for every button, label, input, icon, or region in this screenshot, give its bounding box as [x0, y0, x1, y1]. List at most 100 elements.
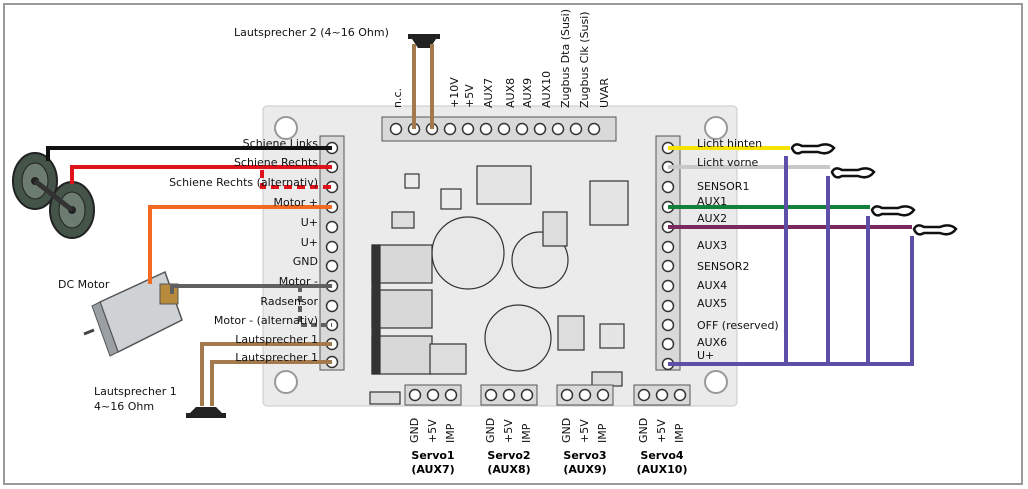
right-pin-label: AUX6: [697, 336, 728, 349]
connector-pin: [325, 259, 339, 273]
connector-pin: [533, 122, 547, 136]
connector-pin: [502, 388, 516, 402]
servo-pin-label: IMP: [444, 423, 457, 443]
servo-name-label: Servo4: [640, 449, 684, 462]
servo-name-label: Servo1: [411, 449, 455, 462]
speaker-2-label: Lautsprecher 2 (4~16 Ohm): [234, 26, 389, 39]
connector-pin: [443, 122, 457, 136]
servo-connectors: [404, 384, 691, 406]
mount-hole: [274, 116, 298, 140]
servo-aux-label: (AUX7): [411, 463, 455, 476]
left-pin-label: Schiene Rechts: [233, 156, 318, 169]
connector-pin: [587, 122, 601, 136]
connector-pin: [426, 388, 440, 402]
left-pin-label: Radsensor: [260, 295, 318, 308]
right-pin-label: SENSOR1: [697, 180, 750, 193]
right-pin-label: AUX4: [697, 279, 728, 292]
servo-pin-label: IMP: [673, 423, 686, 443]
wire-motor-minus-alt: [298, 286, 332, 327]
connector-pin: [578, 388, 592, 402]
speaker-1-label: Lautsprecher 1: [94, 385, 177, 398]
left-pin-label: Motor - (alternativ): [213, 314, 318, 327]
mount-hole: [704, 116, 728, 140]
servo-aux-label: (AUX10): [636, 463, 688, 476]
connector-pin: [497, 122, 511, 136]
top-connector-pins: [389, 122, 601, 136]
connector-pin: [569, 122, 583, 136]
servo-pin-label: +5V: [426, 419, 439, 443]
right-pin-label: AUX1: [697, 195, 728, 208]
servo-pin-label: +5V: [655, 419, 668, 443]
top-pin-label: Zugbus Dta (Susi): [559, 8, 572, 108]
board-components: [369, 165, 629, 405]
left-pin-label: Lautsprecher 1: [235, 333, 318, 346]
wheelset-icon: [12, 152, 95, 239]
connector-pin: [661, 299, 675, 313]
mount-hole: [274, 370, 298, 394]
left-pin-label: Motor -: [278, 275, 318, 288]
servo-name-label: Servo2: [487, 449, 531, 462]
right-pin-label: Licht hinten: [697, 137, 763, 150]
connector-pin: [661, 337, 675, 351]
servo-pin-label: GND: [408, 417, 421, 443]
connector-pin: [461, 122, 475, 136]
wire-u-plus-bus: [668, 156, 914, 366]
right-pin-label: U+: [697, 349, 715, 362]
connector-pin: [515, 122, 529, 136]
top-pin-label: AUX10: [540, 70, 553, 108]
top-pin-label: AUX8: [504, 77, 517, 108]
top-pin-label: Zugbus Clk (Susi): [578, 11, 591, 108]
connector-pin: [479, 122, 493, 136]
connector-pin: [560, 388, 574, 402]
connector-pin: [661, 279, 675, 293]
connector-pin: [655, 388, 669, 402]
connector-pin: [637, 388, 651, 402]
right-pin-label: SENSOR2: [697, 260, 750, 273]
servo-pin-label: GND: [560, 417, 573, 443]
servo-pin-label: GND: [484, 417, 497, 443]
left-pin-label: U+: [300, 236, 318, 249]
connector-pin: [596, 388, 610, 402]
right-pin-label: OFF (reserved): [697, 319, 779, 332]
speaker-1-icon: [186, 342, 332, 418]
left-pin-label: Schiene Rechts (alternativ): [169, 176, 318, 189]
connector-pin: [551, 122, 565, 136]
mount-hole: [704, 370, 728, 394]
speaker-1-ohm-label: 4~16 Ohm: [94, 400, 155, 413]
servo-pin-label: +5V: [578, 419, 591, 443]
top-pin-label: UVAR: [598, 77, 611, 108]
left-pin-label: GND: [292, 255, 318, 268]
connector-pin: [408, 388, 422, 402]
wire-motor-minus: [170, 284, 332, 294]
wire-motor-plus: [148, 205, 332, 284]
servo-pin-label: +5V: [502, 419, 515, 443]
connector-pin: [520, 388, 534, 402]
connector-pin: [661, 318, 675, 332]
top-pin-label: +10V: [448, 77, 461, 108]
right-pin-label: AUX2: [697, 212, 728, 225]
top-pin-label: +5V: [463, 84, 476, 108]
connector-pin: [661, 240, 675, 254]
wire-schiene-rechts-alt: [260, 170, 332, 189]
left-pin-label: Motor +: [273, 196, 319, 209]
right-pin-label: Licht vorne: [697, 156, 759, 169]
servo-pin-label: GND: [637, 417, 650, 443]
right-pin-label: AUX5: [697, 297, 728, 310]
connector-pin: [389, 122, 403, 136]
connector-pin: [661, 259, 675, 273]
servo-aux-label: (AUX8): [487, 463, 531, 476]
connector-pin: [661, 180, 675, 194]
dc-motor-label: DC Motor: [58, 278, 110, 291]
connector-pin: [444, 388, 458, 402]
connector-pin: [484, 388, 498, 402]
left-pin-label: Lautsprecher 1: [235, 351, 318, 364]
wire-schiene-rechts: [70, 165, 332, 184]
bulb-icon: [790, 143, 958, 236]
servo-aux-label: (AUX9): [563, 463, 607, 476]
speaker-2-icon: [408, 34, 440, 129]
servo-name-label: Servo3: [563, 449, 607, 462]
servo-pin-label: IMP: [596, 423, 609, 443]
connector-pin: [325, 220, 339, 234]
connector-pin: [325, 299, 339, 313]
